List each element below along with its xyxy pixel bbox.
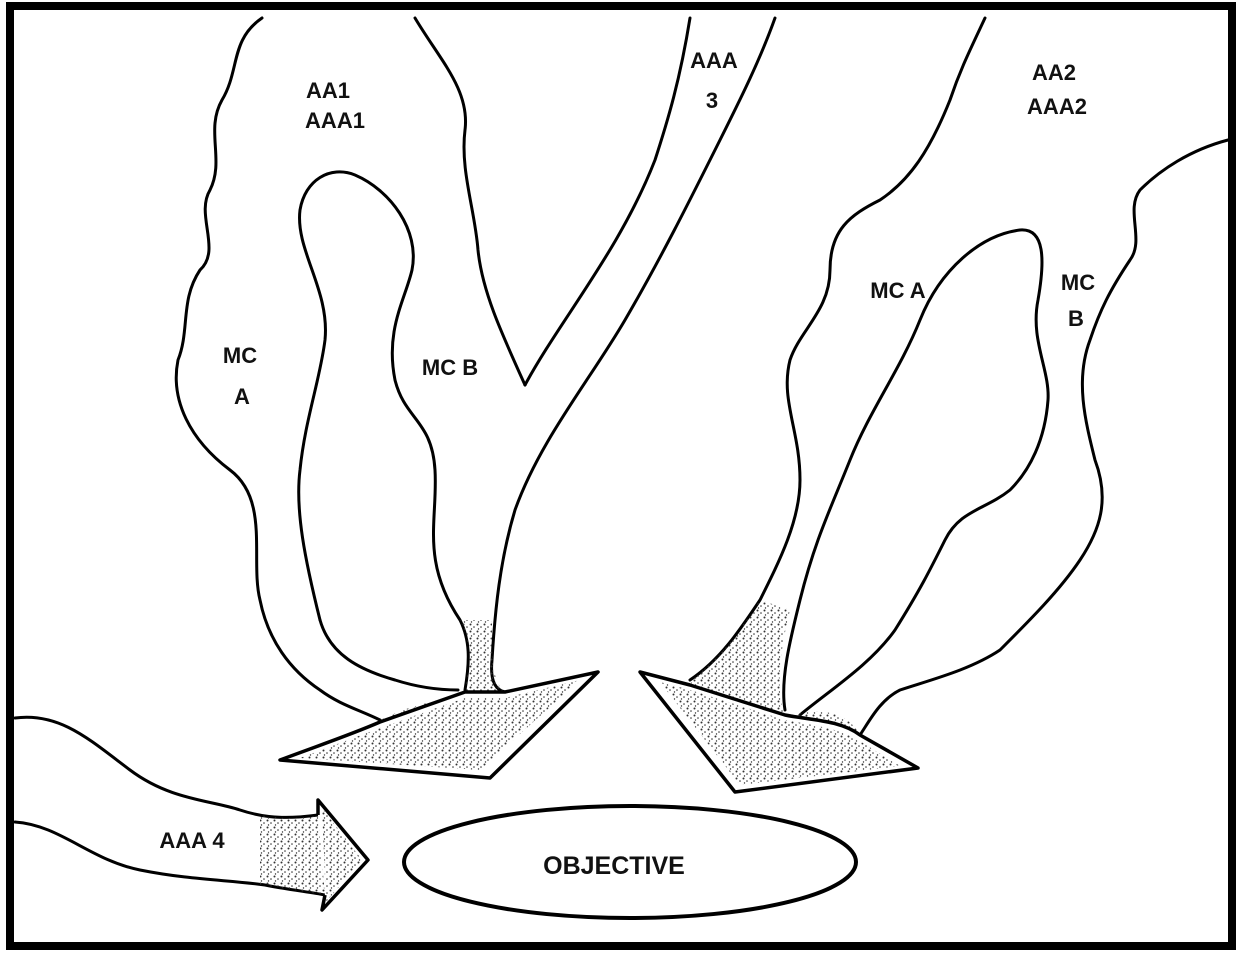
- label-aaa4: AAA 4: [159, 828, 225, 853]
- label-right-mc-b-line2: B: [1068, 306, 1084, 331]
- label-left-mc-a-line1: MC: [223, 343, 257, 368]
- label-aa2: AA2: [1032, 60, 1076, 85]
- left-mc-divider-lower: [318, 618, 460, 692]
- aa2-outer-boundary: [858, 138, 1230, 737]
- map-border: [6, 2, 1236, 950]
- aaa3-left-boundary: [523, 16, 692, 387]
- aa1-outer-boundary: [174, 16, 382, 722]
- label-aa1: AA1: [306, 78, 350, 103]
- label-left-mc-b: MC B: [422, 355, 478, 380]
- right-arrowhead-stipple: [660, 682, 900, 785]
- label-aaa2: AAA2: [1027, 94, 1087, 119]
- left-arrowhead-stipple: [300, 680, 580, 770]
- label-right-mc-a: MC A: [870, 278, 926, 303]
- label-aaa1: AAA1: [305, 108, 365, 133]
- label-aaa3-top: AAA: [690, 48, 738, 73]
- aaa4-upper-boundary: [13, 715, 320, 819]
- label-objective: OBJECTIVE: [543, 852, 685, 880]
- aaa4-arrowhead-stipple: [322, 808, 362, 902]
- label-aaa3-number: 3: [706, 88, 718, 113]
- right-mc-divider: [782, 228, 1050, 717]
- aa1-right-boundary: [413, 16, 527, 387]
- objective-ellipse: [402, 804, 858, 920]
- label-left-mc-a-line2: A: [234, 384, 250, 409]
- aa2-left-boundary: [688, 16, 987, 682]
- aaa3-right-boundary: [490, 16, 777, 694]
- aaa4-lower-boundary: [13, 820, 327, 897]
- aaa4-arrow-shaft-stipple: [260, 815, 325, 895]
- left-mc-divider: [297, 170, 470, 692]
- label-right-mc-b-line1: MC: [1061, 270, 1095, 295]
